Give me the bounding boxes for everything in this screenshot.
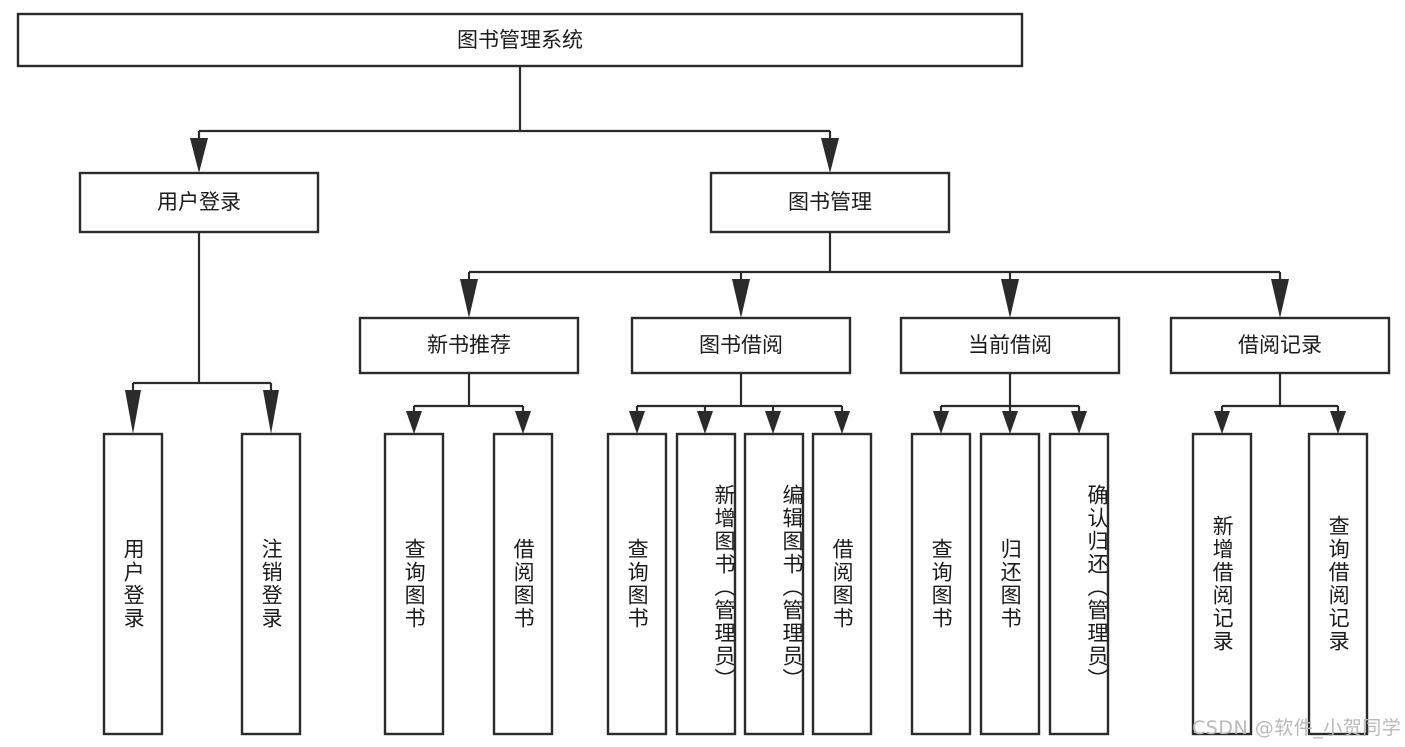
- node-label-borrow-record: 借阅记录: [1238, 333, 1322, 357]
- arrow-leaf-ul-1: [263, 390, 279, 434]
- node-label-book-management: 图书管理: [788, 190, 872, 214]
- arrow-leaf-cb-0: [933, 411, 949, 434]
- node-layer: 图书管理系统 用户登录 图书管理 新书推荐 图书借阅 当前借阅 借阅记录: [16, 12, 1391, 736]
- arrow-to-book-borrow: [732, 279, 750, 318]
- connector-layer: [125, 66, 1346, 434]
- node-box-borrow-record[interactable]: [1169, 316, 1391, 375]
- node-box-book-borrow[interactable]: [630, 316, 852, 375]
- arrow-leaf-bb-2: [765, 411, 781, 434]
- leaf-box-current-borrow-2[interactable]: [1048, 432, 1110, 736]
- arrow-leaf-nb-1: [515, 411, 531, 434]
- leaf-box-book-borrow-2[interactable]: [743, 432, 805, 736]
- leaf-box-book-borrow-0[interactable]: [606, 432, 668, 736]
- arrow-leaf-cb-2: [1071, 411, 1087, 434]
- node-label-root: 图书管理系统: [457, 28, 583, 52]
- leaf-box-borrow-record-0[interactable]: [1191, 432, 1253, 736]
- node-label-book-borrow: 图书借阅: [699, 333, 783, 357]
- arrow-leaf-ul-0: [125, 390, 141, 434]
- arrow-leaf-bb-1: [697, 411, 713, 434]
- arrow-leaf-cb-1: [1002, 411, 1018, 434]
- leaf-box-book-borrow-3[interactable]: [811, 432, 873, 736]
- arrow-leaf-br-1: [1330, 411, 1346, 434]
- csdn-watermark: CSDN @软件_小贺同学: [1192, 717, 1402, 739]
- arrow-leaf-bb-0: [629, 411, 645, 434]
- node-box-current-borrow[interactable]: [899, 316, 1121, 375]
- leaf-box-user-login-1[interactable]: [240, 432, 302, 736]
- arrow-leaf-br-0: [1214, 411, 1230, 434]
- arrow-to-current-borrow: [1001, 279, 1019, 318]
- node-box-user-login[interactable]: [78, 171, 320, 234]
- arrow-leaf-bb-3: [834, 411, 850, 434]
- arrow-leaf-nb-0: [406, 411, 422, 434]
- node-label-new-book-recommend: 新书推荐: [427, 333, 511, 357]
- leaf-box-current-borrow-0[interactable]: [910, 432, 972, 736]
- node-box-root[interactable]: [16, 12, 1024, 68]
- leaf-box-user-login-0[interactable]: [102, 432, 164, 736]
- node-label-user-login: 用户登录: [157, 190, 241, 214]
- arrow-to-user-login: [190, 138, 208, 173]
- arrow-to-new-book: [460, 279, 478, 318]
- leaf-box-new-book-1[interactable]: [492, 432, 554, 736]
- leaf-box-new-book-0[interactable]: [383, 432, 445, 736]
- arrow-to-book-mgmt: [821, 138, 839, 173]
- leaf-box-current-borrow-1[interactable]: [979, 432, 1041, 736]
- node-box-book-management[interactable]: [709, 171, 951, 234]
- arrow-to-borrow-record: [1271, 279, 1289, 318]
- node-label-current-borrow: 当前借阅: [968, 333, 1052, 357]
- leaf-box-book-borrow-1[interactable]: [675, 432, 737, 736]
- leaf-box-borrow-record-1[interactable]: [1307, 432, 1369, 736]
- node-box-new-book-recommend[interactable]: [358, 316, 580, 375]
